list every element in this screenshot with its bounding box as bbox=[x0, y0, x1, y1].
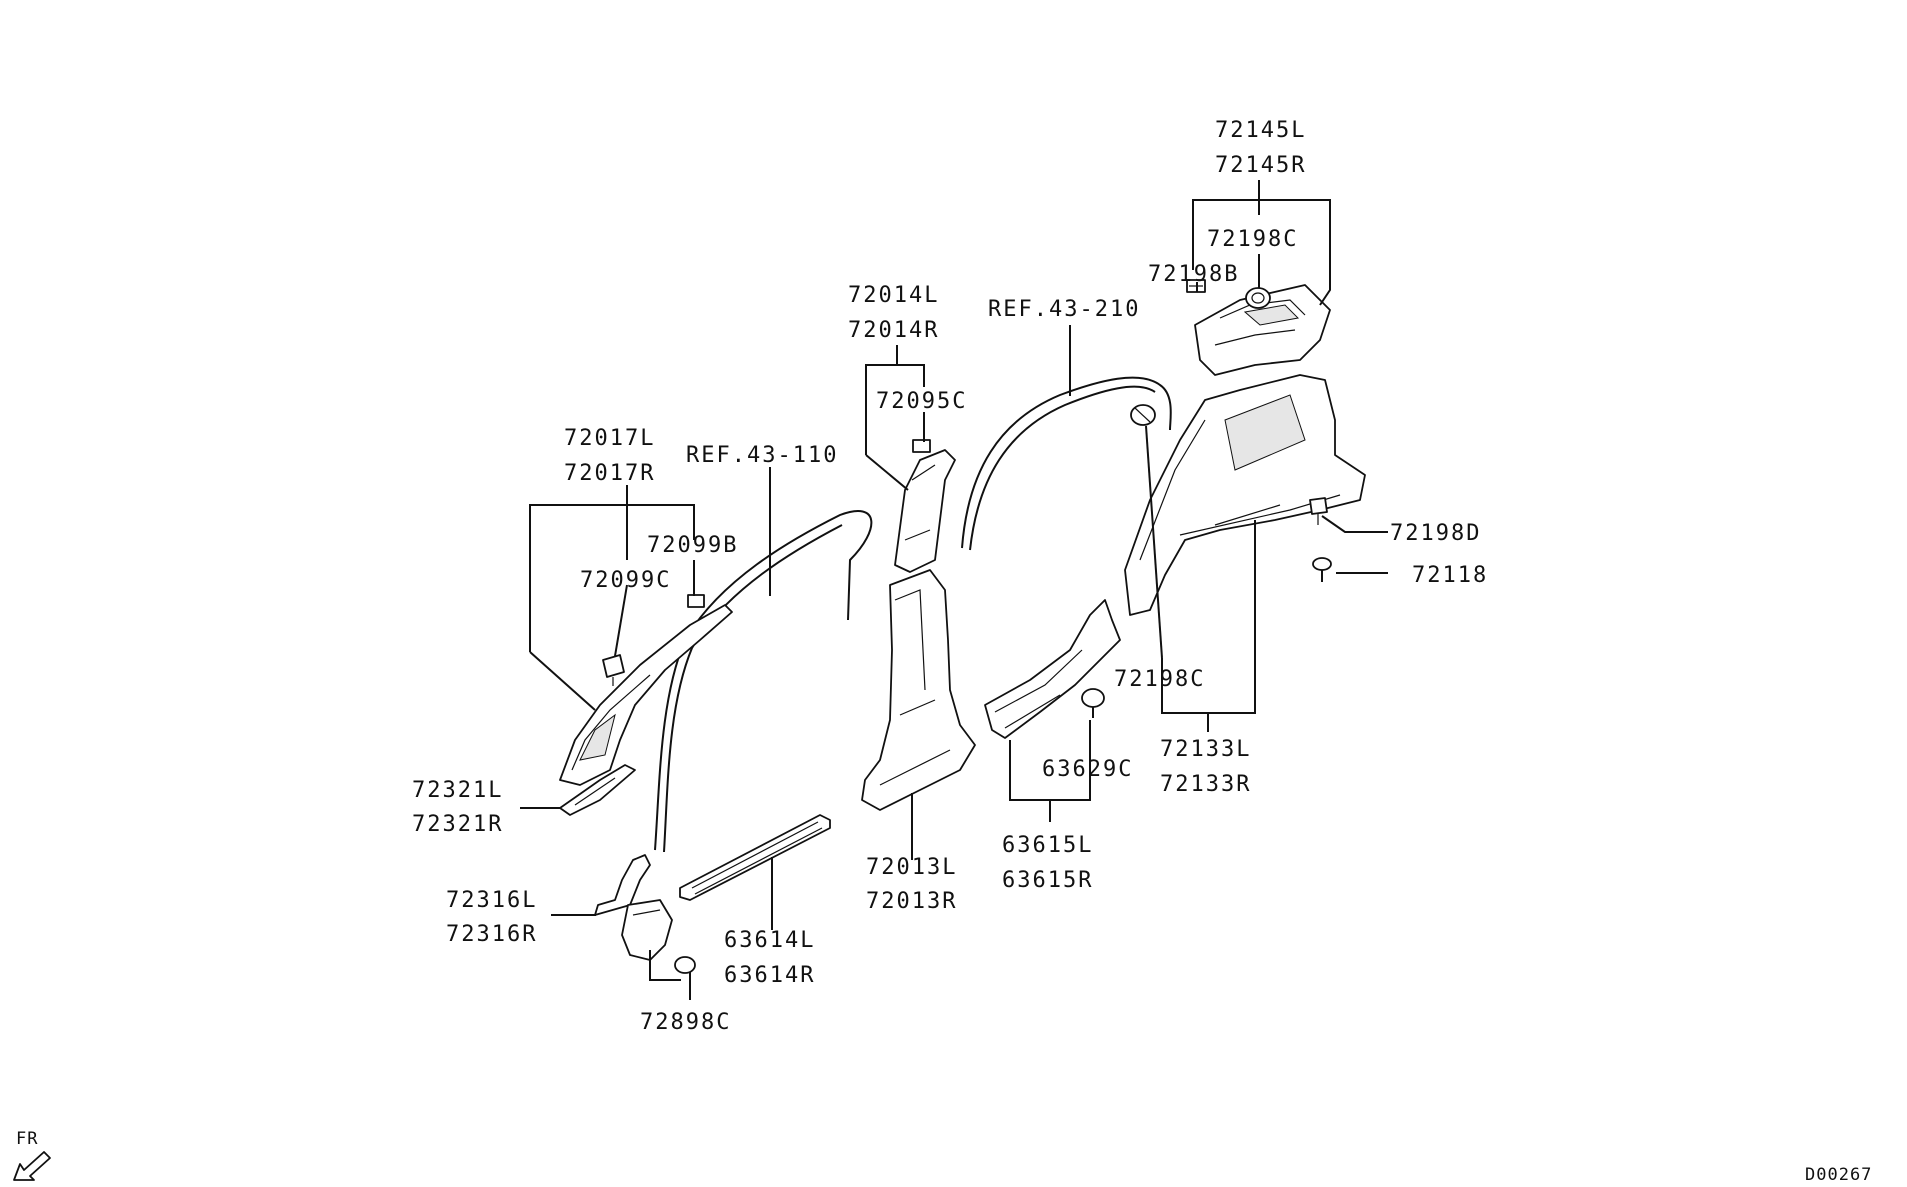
label-72013l: 72013L bbox=[866, 855, 957, 880]
label-72118: 72118 bbox=[1412, 563, 1488, 588]
cowl-trim-small-part bbox=[559, 764, 636, 816]
label-72198c-mid: 72198C bbox=[1114, 667, 1205, 692]
clip-72198d-part bbox=[1309, 497, 1328, 525]
cowl-side-trim-part bbox=[594, 854, 673, 961]
clip-63629c-part bbox=[1081, 688, 1105, 718]
front-door-weatherstrip-part bbox=[654, 510, 873, 853]
front-direction-indicator: FR bbox=[13, 1129, 51, 1181]
label-ref-43-110: REF.43-110 bbox=[686, 443, 838, 468]
rear-quarter-trim-part bbox=[1124, 374, 1366, 616]
label-72099c: 72099C bbox=[580, 568, 671, 593]
diagram-code: D00267 bbox=[1805, 1165, 1872, 1185]
label-63614l: 63614L bbox=[724, 928, 815, 953]
fr-label: FR bbox=[16, 1129, 38, 1149]
label-72316l: 72316L bbox=[446, 888, 537, 913]
label-72321r: 72321R bbox=[412, 812, 503, 837]
rear-scuff-plate-part bbox=[984, 599, 1121, 739]
front-arrow-icon bbox=[13, 1151, 51, 1181]
label-72898c: 72898C bbox=[640, 1010, 731, 1035]
label-63615l: 63615L bbox=[1002, 833, 1093, 858]
clip-72898c-part bbox=[674, 956, 696, 985]
front-pillar-trim-part bbox=[559, 604, 733, 786]
label-72095c: 72095C bbox=[876, 389, 967, 414]
label-72145r: 72145R bbox=[1215, 153, 1306, 178]
rear-door-weatherstrip-part bbox=[961, 376, 1172, 551]
front-scuff-plate-part bbox=[679, 814, 831, 901]
clip-72198c-mid-part bbox=[1130, 404, 1156, 426]
label-72017r: 72017R bbox=[564, 461, 655, 486]
clip-72099b-part bbox=[687, 594, 705, 608]
label-63629c: 63629C bbox=[1042, 757, 1133, 782]
clip-72099c-part bbox=[602, 654, 625, 686]
label-72198b: 72198B bbox=[1148, 262, 1239, 287]
clip-72198c-top-part bbox=[1245, 287, 1271, 309]
label-72014l: 72014L bbox=[848, 283, 939, 308]
label-72198d: 72198D bbox=[1390, 521, 1481, 546]
label-72133r: 72133R bbox=[1160, 772, 1251, 797]
label-72099b: 72099B bbox=[647, 533, 738, 558]
label-72198c-top: 72198C bbox=[1207, 227, 1298, 252]
upper-quarter-trim-part bbox=[1194, 284, 1331, 376]
clip-72095c-part bbox=[912, 439, 931, 453]
lower-b-pillar-trim-part bbox=[861, 569, 976, 811]
label-ref-43-210: REF.43-210 bbox=[988, 297, 1140, 322]
label-63615r: 63615R bbox=[1002, 868, 1093, 893]
label-72145l: 72145L bbox=[1215, 118, 1306, 143]
label-72316r: 72316R bbox=[446, 922, 537, 947]
label-72017l: 72017L bbox=[564, 426, 655, 451]
label-72013r: 72013R bbox=[866, 889, 957, 914]
label-63614r: 63614R bbox=[724, 963, 815, 988]
label-72014r: 72014R bbox=[848, 318, 939, 343]
label-72321l: 72321L bbox=[412, 778, 503, 803]
label-72133l: 72133L bbox=[1160, 737, 1251, 762]
screw-72118-part bbox=[1312, 557, 1332, 582]
upper-b-pillar-trim-part bbox=[894, 449, 956, 573]
leader-lines bbox=[520, 180, 1388, 1000]
